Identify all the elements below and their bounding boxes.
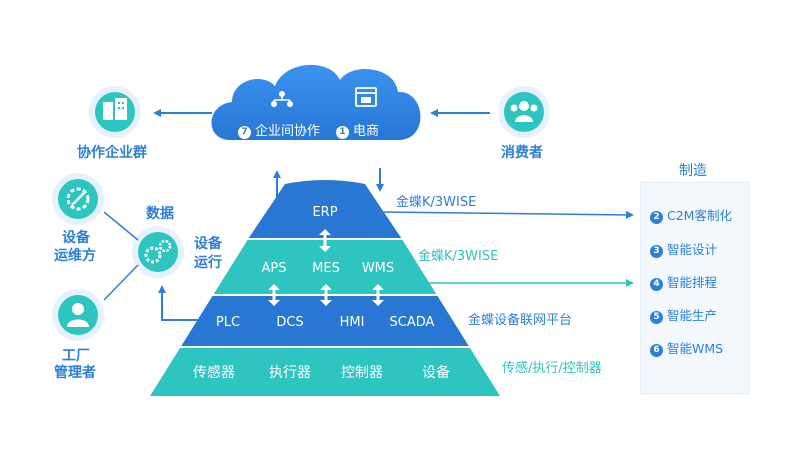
tier-2-item-2: HMI [340,315,365,330]
tier-2-item-3: SCADA [390,315,435,330]
pyramid-tier-1 [213,240,437,294]
users-icon [498,86,550,138]
tier-3-item-1: 执行器 [269,365,311,381]
collab-group-label: 协作企业群 [77,145,147,161]
device-ops-label-2: 运行 [194,255,222,271]
tier-0-item-0: ERP [312,205,337,220]
maint-label-1: 设备 [62,230,90,246]
tier-3-item-0: 传感器 [193,364,235,381]
pyramid-tier-0 [248,180,402,238]
tier-2-item-0: PLC [216,315,240,330]
data-label: 数据 [146,206,174,222]
tier-side-label-0: 金蝶K/3WISE [396,195,477,210]
wms-hmi-double-arrow [372,284,384,306]
pyramid-tier-3 [150,348,500,396]
tier1-to-mfg-arrow [377,210,634,219]
store-icon [355,87,377,107]
tier-2-item-1: DCS [276,315,303,330]
tier-side-label-3: 传感/执行/控制器 [502,361,602,376]
building-icon [89,86,141,138]
maint-label-2: 运维方 [54,248,96,264]
manufacturing-title: 制造 [679,163,707,179]
manager-label-1: 工厂 [62,348,90,364]
user-icon [52,289,104,341]
gears-icon [132,226,184,278]
consumer-label: 消费者 [501,145,543,161]
manager-label-2: 管理者 [54,365,96,381]
cloud-shape [211,64,421,140]
tier-3-item-3: 设备 [422,364,450,381]
device-ops-label-1: 设备 [194,236,222,252]
tier-1-item-1: MES [312,261,340,276]
mes-dcs-double-arrow [320,284,332,306]
erp-mes-double-arrow [319,229,331,252]
gear-wrench-icon [52,173,104,225]
tier-1-item-2: WMS [362,261,394,276]
tier-1-item-0: APS [262,261,287,276]
network-icon [271,91,293,107]
tier-side-label-2: 金蝶设备联网平台 [468,313,573,328]
gears-to-manager-line [103,264,139,301]
gears-to-maint-line [103,211,139,241]
aps-plc-double-arrow [268,284,280,306]
pyramid-tier-2 [181,296,469,346]
tier-side-label-1: 金蝶K/3WISE [418,249,499,264]
tier-3-item-2: 控制器 [341,365,383,381]
